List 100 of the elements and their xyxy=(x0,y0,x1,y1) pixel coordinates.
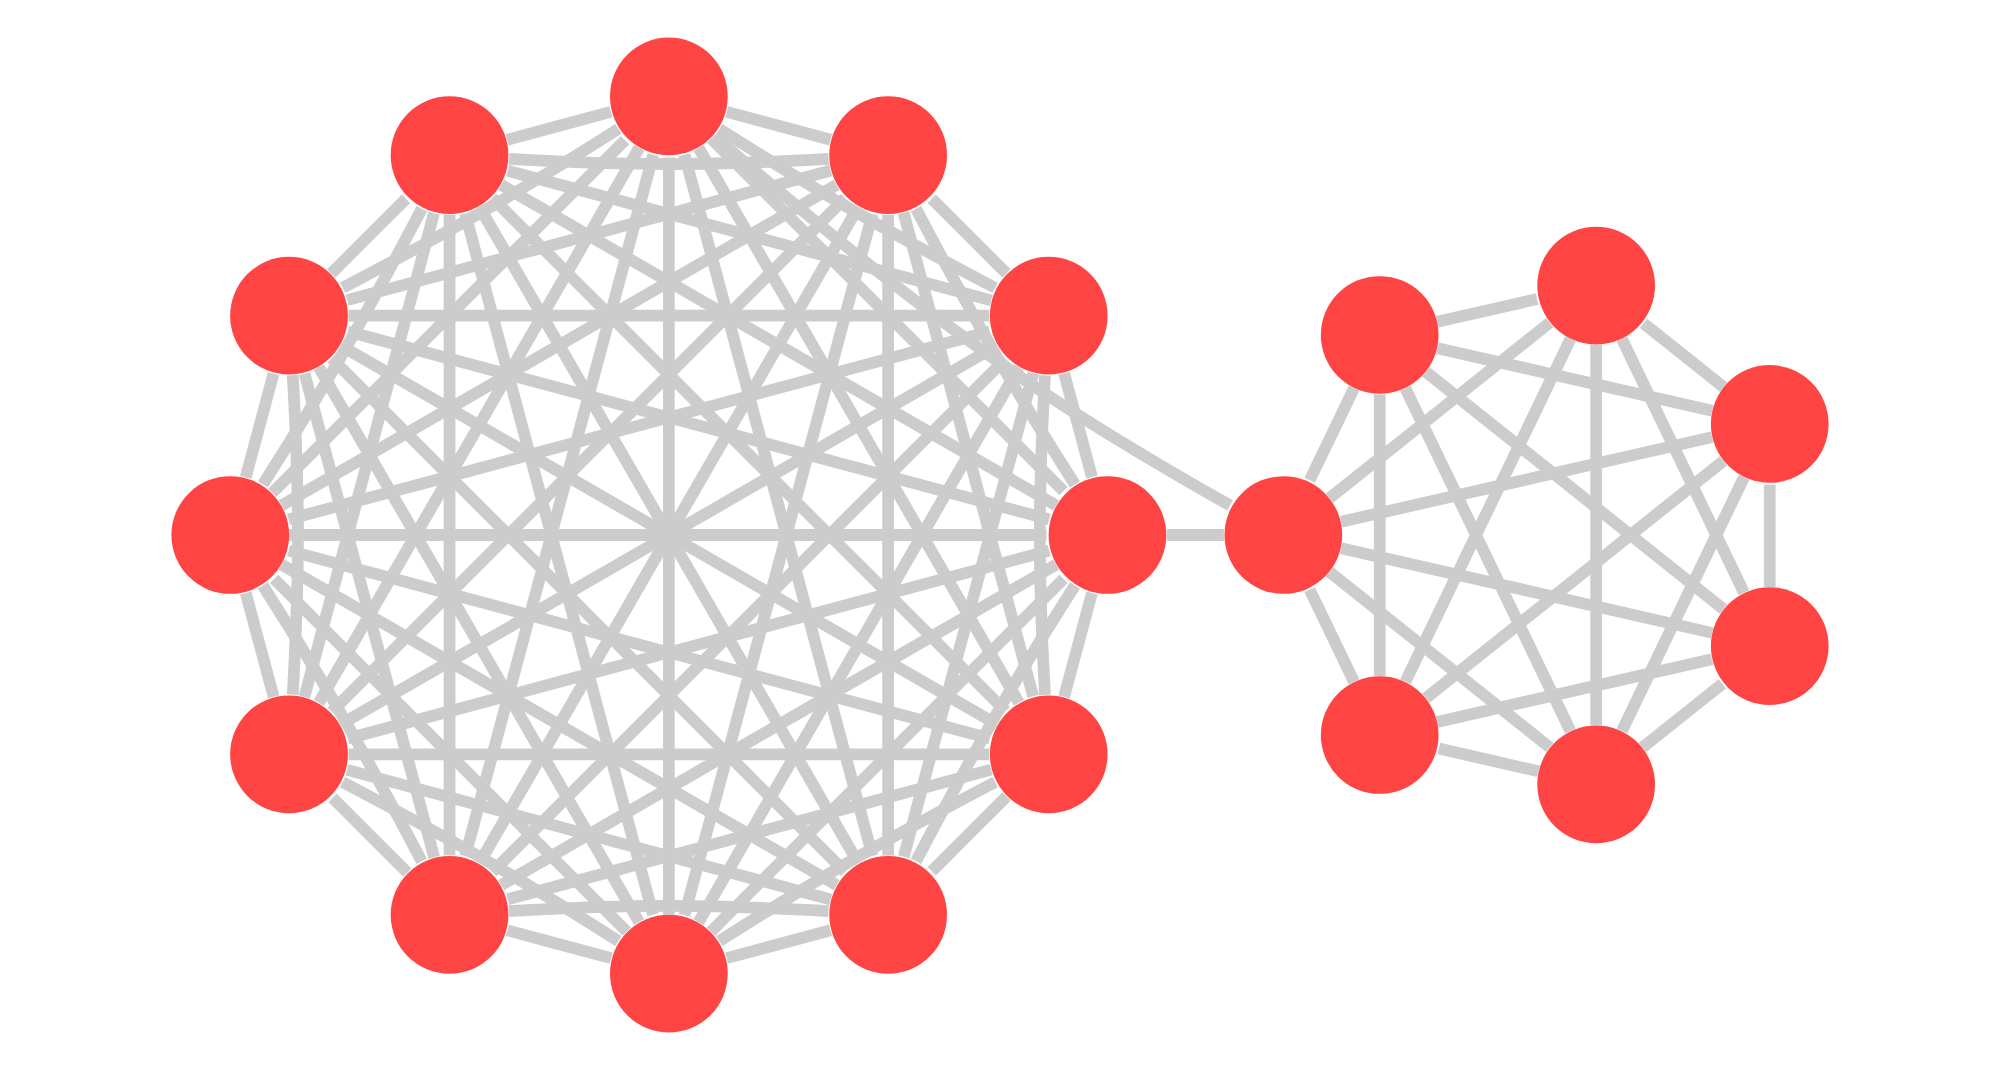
connector xyxy=(1435,653,1714,728)
connector xyxy=(345,764,833,906)
connector xyxy=(678,153,879,858)
connector xyxy=(1339,542,1714,639)
node-circle xyxy=(829,856,947,974)
connector xyxy=(1325,317,1554,503)
connector xyxy=(663,157,675,915)
connector xyxy=(506,924,613,964)
connector xyxy=(1304,587,1360,685)
node-circle xyxy=(1710,587,1829,705)
connector xyxy=(257,205,428,488)
node-circle xyxy=(1320,276,1439,394)
connector xyxy=(498,179,1060,511)
connector xyxy=(339,776,622,947)
connector xyxy=(693,144,1024,706)
connector xyxy=(287,544,992,745)
connector xyxy=(1639,318,1728,392)
node-circle xyxy=(610,914,728,1033)
node-circle xyxy=(1224,476,1343,594)
connector xyxy=(240,372,280,479)
connector xyxy=(286,374,304,695)
connector xyxy=(313,364,645,925)
connector xyxy=(506,165,993,306)
connector xyxy=(488,193,1010,716)
connector xyxy=(488,354,1010,877)
node-circle xyxy=(1320,676,1439,794)
connector xyxy=(287,325,992,526)
connector xyxy=(508,153,829,170)
node-circle xyxy=(230,256,348,375)
connector xyxy=(1437,742,1540,778)
connector xyxy=(1339,431,1714,528)
connector xyxy=(1422,456,1728,703)
node-circle xyxy=(171,476,290,594)
connector xyxy=(278,179,840,511)
node-circle xyxy=(390,856,509,974)
connector xyxy=(716,776,998,947)
connector xyxy=(882,214,895,856)
connector xyxy=(346,544,1051,745)
connector xyxy=(1436,342,1714,417)
connector xyxy=(506,764,993,905)
connector xyxy=(706,134,1068,496)
connector xyxy=(910,582,1080,864)
connector xyxy=(1638,679,1726,753)
connector xyxy=(459,153,659,858)
connector xyxy=(910,206,1080,488)
connector xyxy=(1422,367,1728,614)
connector xyxy=(339,123,622,293)
connector xyxy=(348,309,990,322)
connector xyxy=(898,371,1039,859)
connector xyxy=(1590,344,1603,726)
node-circle xyxy=(1048,476,1167,594)
connector xyxy=(313,144,645,706)
connector xyxy=(327,194,850,716)
connector xyxy=(1058,591,1098,699)
connector xyxy=(268,136,630,498)
connector xyxy=(1616,336,1750,596)
connector xyxy=(1763,484,1776,587)
connector xyxy=(1325,567,1554,753)
connector xyxy=(443,214,456,856)
connector xyxy=(927,194,1011,278)
connector xyxy=(298,372,440,859)
connector xyxy=(1400,336,1576,685)
node-circle xyxy=(390,96,509,214)
connector xyxy=(1616,474,1750,734)
connector xyxy=(498,559,1060,891)
connector xyxy=(508,900,829,917)
node-circle xyxy=(829,96,947,214)
connector xyxy=(1033,375,1051,696)
connector xyxy=(459,211,659,917)
connector xyxy=(725,924,833,964)
node-circle xyxy=(1537,725,1655,844)
connector xyxy=(1167,529,1224,541)
connector xyxy=(1436,293,1539,328)
node-circle xyxy=(1537,226,1655,345)
connector xyxy=(257,582,427,864)
node-circle xyxy=(610,37,728,156)
connector xyxy=(505,106,613,146)
connector xyxy=(706,574,1068,936)
connector xyxy=(348,748,990,761)
connector xyxy=(327,354,850,876)
connector xyxy=(1058,371,1098,479)
connector xyxy=(1304,385,1360,483)
node-circle xyxy=(230,695,348,814)
connector xyxy=(678,212,879,917)
connector xyxy=(240,591,280,699)
connector xyxy=(289,529,1047,541)
connector xyxy=(345,164,833,306)
connector xyxy=(278,559,840,891)
node-circle xyxy=(989,695,1108,814)
node-circle xyxy=(989,256,1108,375)
connector xyxy=(327,194,411,278)
connector xyxy=(897,211,1039,698)
connector xyxy=(927,792,1011,876)
connector xyxy=(716,123,998,294)
connector xyxy=(693,364,1024,926)
connector xyxy=(1373,394,1386,676)
connector xyxy=(328,793,412,877)
node-circle xyxy=(1710,365,1829,483)
connector xyxy=(269,574,631,936)
connector xyxy=(298,211,440,699)
